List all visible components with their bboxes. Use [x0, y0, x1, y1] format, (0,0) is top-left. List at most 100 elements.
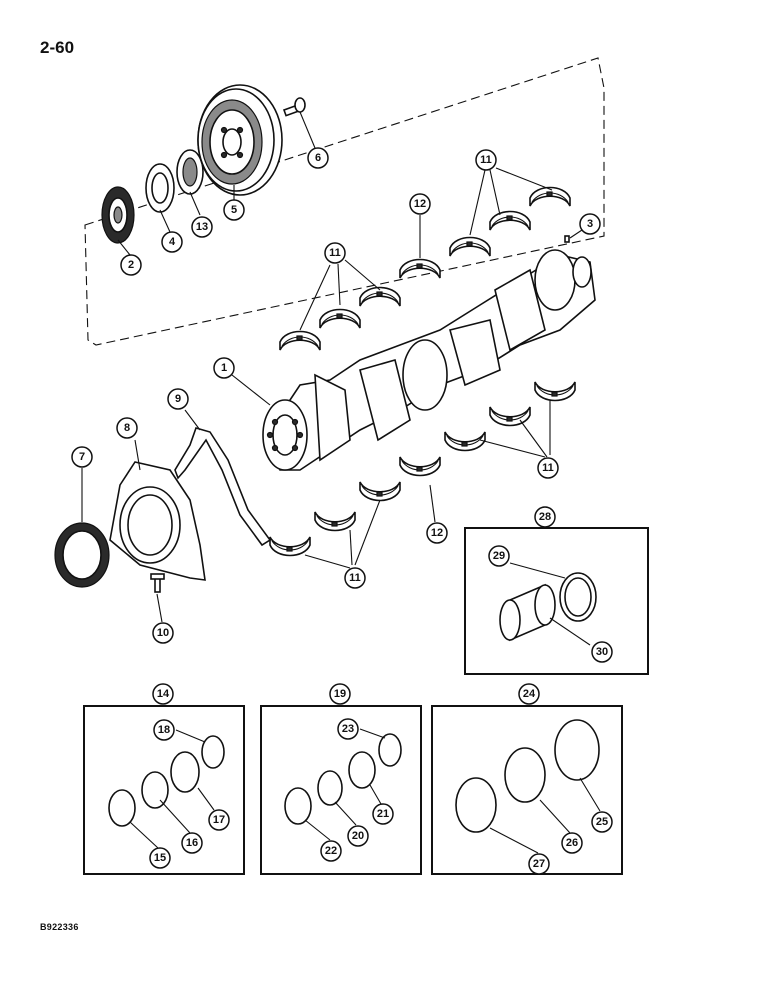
callout-label: 11: [542, 462, 554, 474]
front-assembly-dashed-outline: [84, 57, 605, 346]
callout-12: 12: [426, 522, 448, 544]
callout-7: 7: [71, 446, 93, 468]
callout-label: 2: [128, 259, 134, 271]
callout-label: 20: [352, 830, 364, 842]
callout-label: 8: [124, 422, 130, 434]
callout-3: 3: [579, 213, 601, 235]
main-bearing-lower: [359, 481, 401, 502]
callout-8: 8: [116, 417, 138, 439]
callout-16: 16: [181, 832, 203, 854]
pulley-bolt: [282, 97, 306, 117]
callout-label: 16: [186, 837, 198, 849]
wear-ring: [145, 163, 175, 213]
crankshaft: [262, 249, 596, 471]
callout-28: 28: [534, 506, 556, 528]
seal-ring: [201, 735, 225, 769]
callout-label: 27: [533, 858, 545, 870]
callout-15: 15: [149, 847, 171, 869]
callout-19: 19: [329, 683, 351, 705]
callout-25: 25: [591, 811, 613, 833]
callout-label: 24: [523, 688, 536, 700]
callout-label: 23: [342, 723, 354, 735]
main-bearing-upper: [279, 330, 321, 351]
callout-5: 5: [223, 199, 245, 221]
main-bearing-upper: [319, 308, 361, 329]
dowel-pin: [564, 235, 570, 243]
callout-1: 1: [213, 357, 235, 379]
seal-ring: [348, 751, 376, 789]
detail-box-19: [260, 705, 422, 875]
callout-label: 11: [349, 572, 361, 584]
callout-label: 10: [157, 627, 169, 639]
seal-ring: [141, 771, 169, 809]
callout-13: 13: [191, 216, 213, 238]
seal-ring: [317, 770, 343, 806]
callout-2: 2: [120, 254, 142, 276]
main-bearing-lower: [534, 381, 576, 402]
callout-27: 27: [528, 853, 550, 875]
callout-18: 18: [153, 719, 175, 741]
callout-label: 21: [377, 808, 389, 820]
main-bearing-lower: [269, 536, 311, 557]
callout-label: 25: [596, 816, 608, 828]
rear-housing-gasket: [174, 427, 272, 547]
callout-label: 11: [329, 247, 341, 259]
callout-label: 9: [175, 393, 181, 405]
callout-11: 11: [537, 457, 559, 479]
main-bearing-upper: [359, 286, 401, 307]
figure-code: B922336: [40, 922, 79, 932]
callout-label: 12: [431, 527, 443, 539]
callout-10: 10: [152, 622, 174, 644]
callout-label: 13: [196, 221, 208, 233]
seal-ring: [554, 719, 600, 781]
callout-22: 22: [320, 840, 342, 862]
callout-label: 11: [480, 154, 492, 166]
seal-ring: [378, 733, 402, 767]
seal-ring: [284, 787, 312, 825]
sleeve-installer: [499, 583, 556, 642]
rear-seal: [54, 522, 110, 588]
callout-11: 11: [324, 242, 346, 264]
detail-box-24: [431, 705, 623, 875]
callout-label: 18: [158, 724, 170, 736]
callout-label: 28: [539, 511, 551, 523]
main-bearing-upper: [449, 236, 491, 257]
callout-29: 29: [488, 545, 510, 567]
callout-4: 4: [161, 231, 183, 253]
callout-label: 5: [231, 204, 237, 216]
callout-24: 24: [518, 683, 540, 705]
callout-label: 26: [566, 837, 578, 849]
callout-12: 12: [409, 193, 431, 215]
wear-sleeve: [559, 572, 597, 622]
front-seal: [176, 149, 204, 195]
callout-label: 3: [587, 218, 593, 230]
callout-6: 6: [307, 147, 329, 169]
callout-9: 9: [167, 388, 189, 410]
callout-label: 1: [221, 362, 227, 374]
page-number: 2-60: [40, 38, 75, 57]
detail-box-28: [464, 527, 649, 675]
detail-box-14: [83, 705, 245, 875]
callout-label: 6: [315, 152, 321, 164]
callout-label: 22: [325, 845, 337, 857]
callout-label: 7: [79, 451, 85, 463]
thrust-bearing-upper: [399, 258, 441, 279]
callout-label: 29: [493, 550, 505, 562]
main-bearing-lower: [444, 431, 486, 452]
callout-label: 15: [154, 852, 166, 864]
callout-11: 11: [344, 567, 366, 589]
callout-11: 11: [475, 149, 497, 171]
crankshaft-pulley: [197, 84, 283, 196]
main-bearing-upper: [529, 186, 571, 207]
callout-17: 17: [208, 809, 230, 831]
main-bearing-lower: [314, 511, 356, 532]
housing-bolt: [150, 573, 165, 593]
rear-seal-housing: [109, 461, 206, 581]
seal-ring: [170, 751, 200, 793]
callout-label: 30: [596, 646, 608, 658]
main-bearing-lower: [489, 406, 531, 427]
callout-label: 14: [157, 688, 170, 700]
callout-30: 30: [591, 641, 613, 663]
seal-ring: [455, 777, 497, 833]
